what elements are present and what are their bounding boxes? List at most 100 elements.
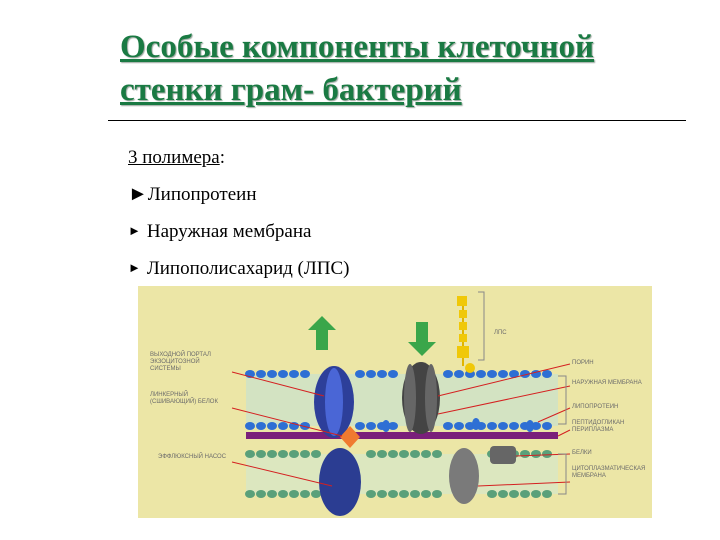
lipid-head	[498, 370, 508, 378]
membrane-protein	[449, 448, 479, 504]
lipid-head	[388, 490, 398, 498]
bullet-arrow-icon: ►	[128, 176, 148, 212]
title-divider	[108, 120, 686, 121]
lipid-head	[366, 490, 376, 498]
label-outer-membrane: наружная мембрана	[572, 380, 648, 387]
lipid-head	[509, 490, 519, 498]
lipid-head	[278, 422, 288, 430]
lipid-head	[366, 370, 376, 378]
lipid-head	[542, 422, 552, 430]
lipid-head	[267, 370, 277, 378]
lipid-head	[520, 490, 530, 498]
lipid-head	[355, 370, 365, 378]
lipid-head	[311, 490, 321, 498]
bullet-text: Наружная мембрана	[147, 221, 312, 242]
lipid-head	[300, 370, 310, 378]
lipid-head	[289, 490, 299, 498]
intro-underlined-text: 3 полимера	[128, 147, 220, 168]
porin-protein	[402, 322, 440, 434]
lipid-head	[256, 490, 266, 498]
lipid-head	[487, 490, 497, 498]
label-lps: ЛПС	[494, 330, 534, 337]
lipid-head	[476, 370, 486, 378]
label-linker-protein: линкерный (сшивающий) белок	[150, 392, 230, 406]
lipid-head	[542, 450, 552, 458]
bullet-arrow-icon: ►	[128, 250, 141, 286]
lipid-head	[443, 370, 453, 378]
lipid-head	[267, 450, 277, 458]
slide-body: 3 полимера: ►Липопротеин ►Наружная мембр…	[128, 140, 349, 287]
label-porin: порин	[572, 360, 648, 367]
cell-wall-diagram: выходной портал экзоцитозной системы лин…	[138, 286, 652, 518]
label-export-portal: выходной портал экзоцитозной системы	[150, 352, 230, 373]
bullet-text: Липополисахарид (ЛПС)	[147, 258, 350, 279]
lipid-head	[355, 422, 365, 430]
lipid-head	[531, 490, 541, 498]
lipid-head	[300, 490, 310, 498]
lipid-head	[410, 450, 420, 458]
lipid-head	[498, 490, 508, 498]
lipid-head	[542, 370, 552, 378]
efflux-pump	[319, 448, 361, 516]
lipid-head	[542, 490, 552, 498]
lipid-head	[388, 370, 398, 378]
peripheral-protein	[490, 446, 516, 464]
label-proteins: белки	[572, 450, 648, 457]
bullet-text: Липопротеин	[148, 184, 257, 205]
outer-membrane	[245, 370, 558, 430]
peptidoglycan-layer	[246, 432, 558, 439]
lipid-head	[399, 490, 409, 498]
label-cytoplasmic-membrane: цитоплазматическая мембрана	[572, 466, 648, 480]
lipid-head	[245, 450, 255, 458]
lipid-head	[421, 450, 431, 458]
label-lipoprotein: липопротеин	[572, 404, 648, 411]
lipid-head	[399, 450, 409, 458]
lipid-head	[421, 490, 431, 498]
lipid-head	[509, 422, 519, 430]
lipid-head	[498, 422, 508, 430]
lipid-head	[289, 450, 299, 458]
lipid-head	[256, 370, 266, 378]
lipid-head	[366, 450, 376, 458]
lipid-head	[278, 450, 288, 458]
lipid-head	[410, 490, 420, 498]
slide-title: Особые компоненты клеточной стенки грам-…	[120, 26, 680, 112]
lipid-head	[487, 370, 497, 378]
lipid-head	[289, 370, 299, 378]
lipoprotein-marker	[382, 420, 390, 432]
lipid-head	[366, 422, 376, 430]
lipid-head	[256, 422, 266, 430]
bullet-item: ► Липополисахарид (ЛПС)	[128, 250, 349, 287]
lipoprotein-marker	[526, 420, 534, 432]
intro-suffix: :	[220, 147, 225, 168]
intro-line: 3 полимера:	[128, 140, 349, 176]
lipid-head	[432, 450, 442, 458]
lipid-head	[454, 370, 464, 378]
lipid-head	[443, 422, 453, 430]
bullet-arrow-icon: ►	[128, 213, 141, 249]
lipid-head	[278, 370, 288, 378]
lipid-head	[520, 450, 530, 458]
lipid-head	[377, 450, 387, 458]
lipid-head	[377, 370, 387, 378]
lipid-head	[245, 422, 255, 430]
lipid-head	[267, 422, 277, 430]
lipid-head	[432, 490, 442, 498]
lipid-head	[487, 422, 497, 430]
lipoprotein-marker	[472, 418, 480, 430]
lipid-head	[256, 450, 266, 458]
bullet-item: ►Липопротеин	[128, 176, 349, 213]
lipid-head	[388, 450, 398, 458]
lipid-head	[267, 490, 277, 498]
lipid-head	[377, 490, 387, 498]
lps-chain	[457, 292, 484, 373]
label-peptidoglycan: пептидогликан периплазма	[572, 420, 648, 434]
lipid-head	[278, 490, 288, 498]
lipid-head	[454, 422, 464, 430]
lipid-head	[300, 450, 310, 458]
lipid-head	[531, 450, 541, 458]
lipid-head	[245, 490, 255, 498]
label-efflux-pump: эффлюксный насос	[158, 454, 232, 461]
lipid-head	[311, 450, 321, 458]
bullet-item: ► Наружная мембрана	[128, 213, 349, 250]
